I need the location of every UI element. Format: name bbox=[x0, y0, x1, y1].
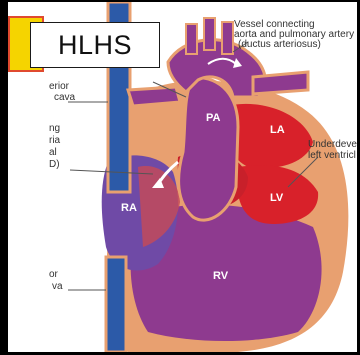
hlhs-tag-text: HLHS bbox=[58, 30, 132, 61]
label-ivc-line1: or bbox=[49, 270, 58, 280]
pulmonary-branch-right bbox=[253, 72, 308, 94]
heart-diagram: Vessel connecting aorta and pulmonary ar… bbox=[8, 2, 357, 352]
label-asd-line2: ria bbox=[49, 136, 60, 146]
chamber-label-lv: LV bbox=[270, 192, 283, 204]
label-asd-line3: al bbox=[49, 148, 57, 158]
head-vessel-2 bbox=[204, 18, 215, 50]
label-svc-line2: cava bbox=[54, 93, 75, 103]
label-svc-line1: erior bbox=[49, 82, 69, 92]
label-asd-line4: D) bbox=[49, 160, 60, 170]
head-vessel-1 bbox=[186, 24, 197, 54]
head-vessel-3 bbox=[222, 22, 233, 54]
pulmonary-artery-trunk bbox=[179, 77, 238, 220]
chamber-label-pa: PA bbox=[206, 112, 220, 124]
label-vessel-line3: (ductus arteriosus) bbox=[238, 40, 321, 50]
inferior-vena-cava bbox=[106, 257, 126, 352]
chamber-label-ra: RA bbox=[121, 202, 137, 214]
label-lv-line1: Underdeve bbox=[308, 140, 357, 150]
hlhs-tag: HLHS bbox=[30, 22, 160, 68]
chamber-label-rv: RV bbox=[213, 270, 228, 282]
pulmonary-branch-left bbox=[128, 87, 180, 106]
chamber-label-la: LA bbox=[270, 124, 285, 136]
label-asd-line1: ng bbox=[49, 124, 60, 134]
label-ivc-line2: va bbox=[52, 282, 63, 292]
label-lv-line2: left ventricl bbox=[308, 151, 356, 161]
